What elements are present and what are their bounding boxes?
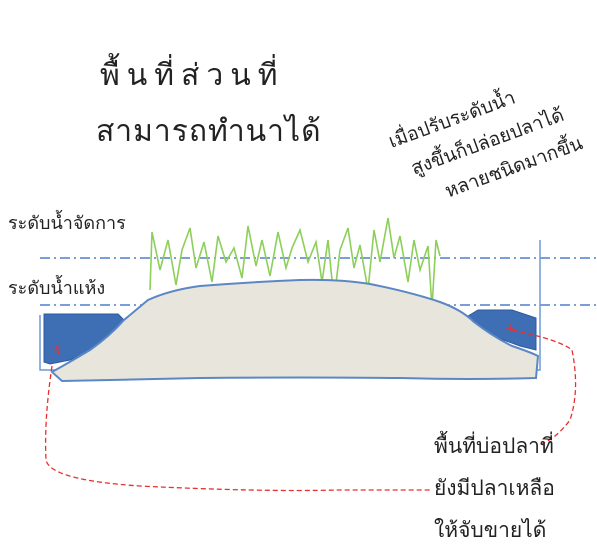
pond-label-line1: พื้นที่บ่อปลาที่ (434, 434, 554, 458)
fish-mark-left (53, 345, 61, 357)
pond-connector-path (44, 365, 430, 492)
fish-mark-right (506, 324, 514, 332)
fish-pond-label: พื้นที่บ่อปลาที่ ยังมีปลาเหลือ ให้จับขาย… (434, 425, 555, 551)
dry-level-label: ระดับน้ำแห้ง (8, 278, 106, 299)
pond-connector-path-right (511, 329, 577, 445)
pond-label-line2: ยังมีปลาเหลือ (434, 476, 555, 500)
rice-plants (149, 217, 441, 309)
area-title-line1: พื้นที่ส่วนที่ (100, 58, 285, 93)
pond-label-line3: ให้จับขายได้ (434, 518, 547, 542)
area-title-line2: สามารถทำนาได้ (96, 114, 322, 149)
soil-mound (50, 278, 540, 383)
managed-level-label: ระดับน้ำจัดการ (8, 213, 126, 234)
